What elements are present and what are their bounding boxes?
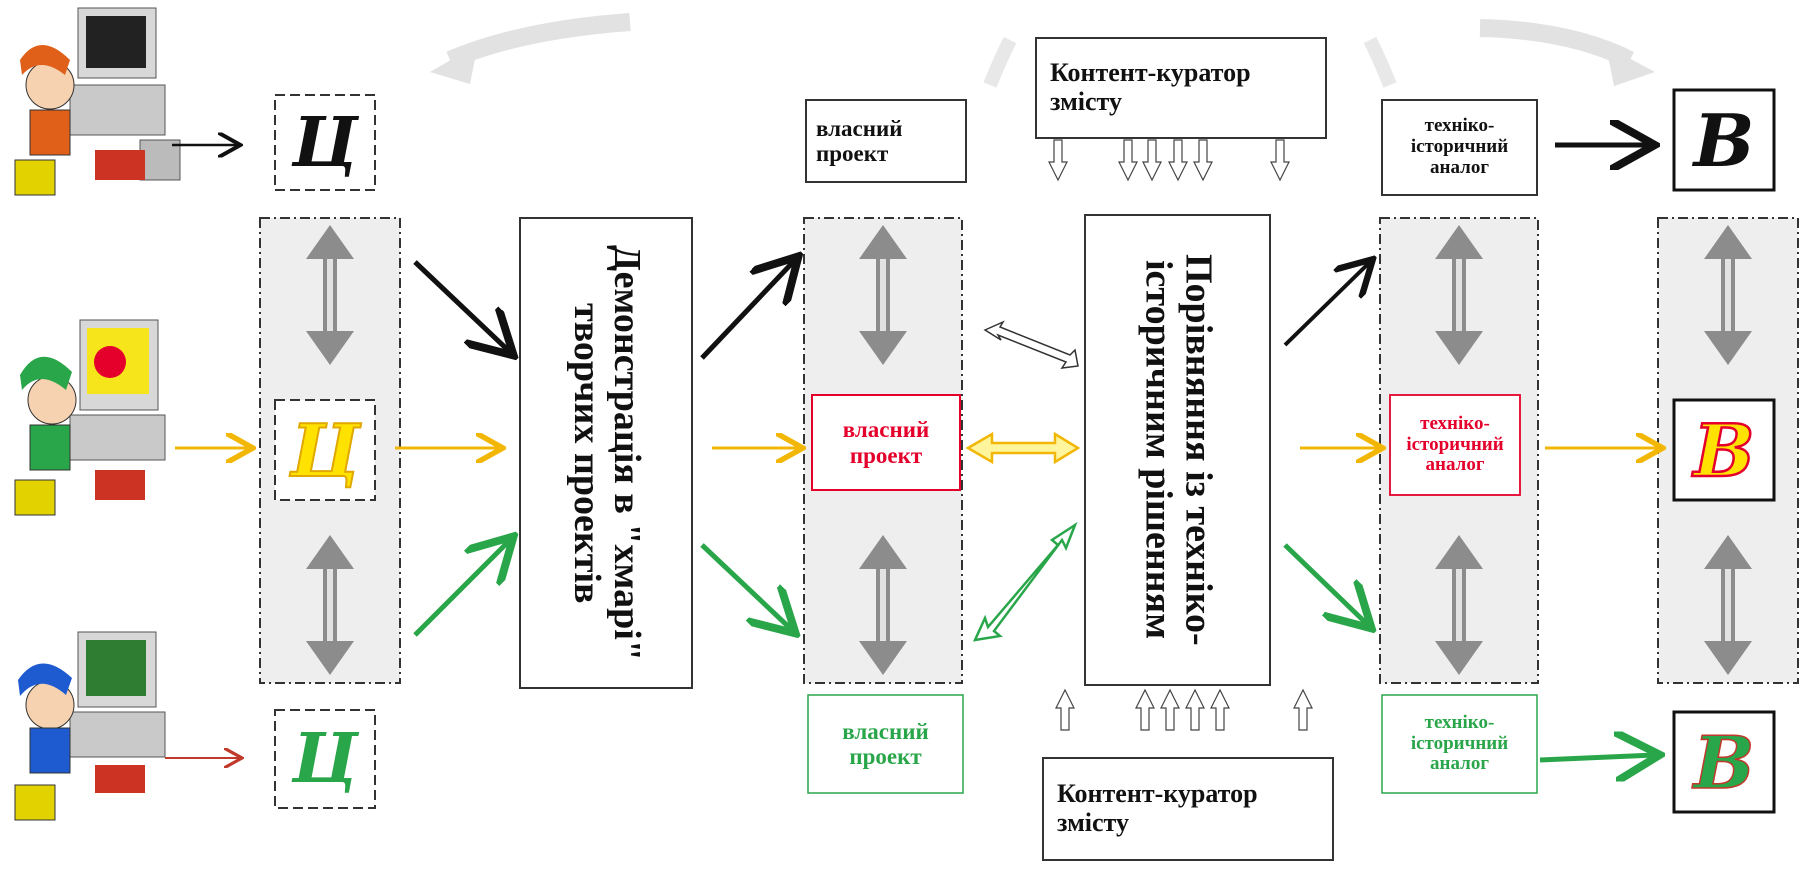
letter-b-box-yellow [1672,398,1776,502]
letter-b-black: B [1693,97,1755,183]
letter-c-box-yellow [274,399,376,501]
student-computer-icon-blue [14,631,166,821]
analog-label-red: техніко-історичний аналог [1406,412,1504,476]
exchange-arrow-yellow [965,431,1081,465]
letter-b-box-black [1672,88,1776,192]
letter-b-green: B [1693,719,1755,806]
exchange-arrow-black [983,320,1079,369]
analog-label-green: техніко-історичний аналог [1410,711,1509,775]
curator-top-label: Контент-куратор змісту [1050,58,1251,116]
letter-c-green: Ц [292,719,358,799]
letter-b-yellow: B [1692,406,1755,494]
background-arrows [430,13,1655,88]
compare-box [1084,214,1271,686]
analog-box-green [1381,694,1538,794]
curator-top-box [1035,37,1327,139]
curator-bottom-arrows [1055,689,1313,731]
own-project-box-green [807,694,964,794]
demo-block-text: Демонстрація в "хмарі" творчих проектів [566,245,648,661]
own-project-label-red: власний проект [842,417,930,468]
compare-block-text: Порівняння із техніко-історичним рішення… [1137,254,1220,646]
own-project-label-green: власний проект [842,718,929,769]
curator-top-arrows [1048,139,1290,181]
letter-c-box-black [274,94,376,191]
own-project-box-red [811,394,961,491]
compare-block-label: Порівняння із техніко-історичним рішення… [1085,215,1270,685]
analog-label-black: техніко-історичний аналог [1410,115,1509,178]
curator-bottom-label: Контент-куратор змісту [1057,779,1258,837]
curator-bottom-box [1042,757,1334,861]
flow-arrows [165,145,1660,760]
letter-b-box-green [1672,710,1776,814]
own-project-label-black: власний проект [816,115,903,166]
analog-box-black [1381,99,1538,196]
exchange-arrow-green [972,521,1078,642]
demo-box [519,217,693,689]
letter-c-black: Ц [292,102,358,183]
letter-c-yellow: Ц [289,407,361,494]
student-computer-icon-orange [14,7,181,196]
student-computer-icon-green [14,319,166,516]
own-project-box-black [805,99,967,183]
analog-box-red [1389,394,1521,496]
demo-block-label: Демонстрація в "хмарі" творчих проектів [520,218,692,688]
letter-c-box-green [274,709,376,809]
